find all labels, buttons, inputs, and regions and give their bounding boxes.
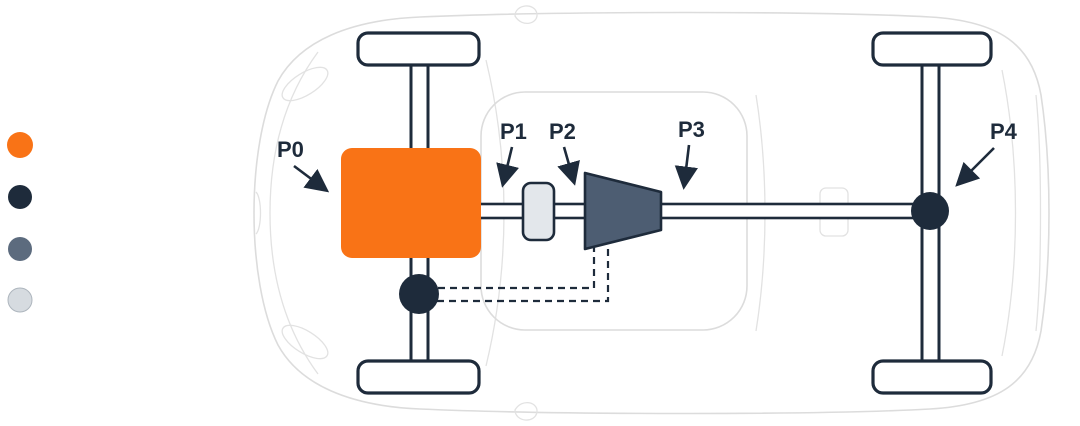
dashed-link-inner	[438, 245, 596, 290]
color-legend	[7, 132, 33, 313]
legend-light-gray-dot	[7, 287, 33, 313]
coupling-component	[521, 181, 556, 242]
wheel-front-right	[356, 359, 481, 395]
front-motor-circle	[399, 274, 439, 314]
headlight-right	[281, 324, 329, 360]
mirror-bottom	[514, 402, 538, 421]
arrow-p1	[496, 146, 519, 188]
front-grille	[255, 191, 262, 235]
wheel-front-left	[356, 31, 481, 67]
tail-edge-line	[1035, 94, 1042, 332]
arrow-p0	[293, 164, 330, 193]
engine-block	[341, 148, 481, 258]
legend-orange-dot	[7, 132, 33, 158]
wheel-rear-left	[871, 31, 993, 67]
hood-contour	[269, 51, 319, 375]
dashed-link-outer	[437, 245, 610, 303]
position-labels: P0 P1 P2 P3 P4	[277, 117, 1018, 193]
arrow-p3	[674, 144, 698, 190]
rear-window-line	[1001, 69, 1017, 357]
rear-motor-circle	[911, 192, 949, 230]
arrow-p2	[557, 146, 580, 186]
arrow-p4	[955, 147, 995, 187]
wheel-rear-right	[871, 359, 993, 395]
headlight-left	[281, 66, 329, 102]
label-p2: P2	[549, 119, 576, 144]
label-p3: P3	[678, 117, 705, 142]
legend-dark-navy-dot	[8, 185, 32, 209]
car-body-outline	[253, 11, 1050, 415]
car-outline	[253, 5, 1050, 421]
legend-slate-gray-dot	[8, 237, 32, 261]
mirror-top	[514, 5, 538, 24]
label-p1: P1	[500, 119, 527, 144]
label-p4: P4	[990, 119, 1018, 144]
label-p0: P0	[277, 137, 304, 162]
transmission-shape	[583, 171, 663, 251]
